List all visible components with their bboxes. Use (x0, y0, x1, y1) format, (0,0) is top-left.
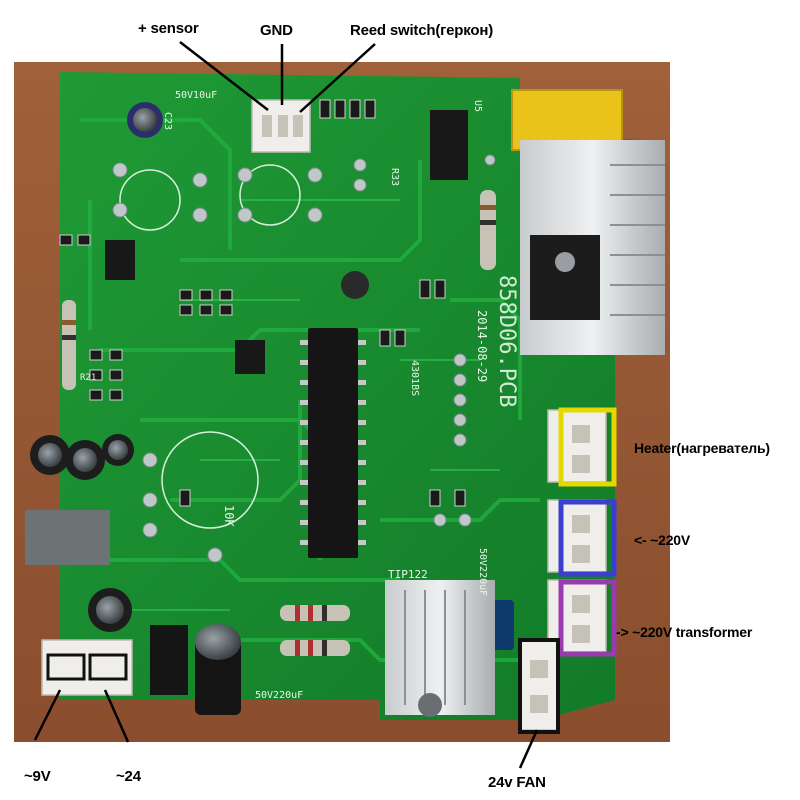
silk-date: 2014-08-29 (475, 310, 489, 382)
capacitor-top (127, 102, 163, 138)
heater-callout: Heater(нагреватель) (634, 440, 770, 456)
callout-lines (33, 41, 539, 769)
v220-transformer-callout: -> ~220V transformer (616, 624, 753, 640)
connectors (41, 99, 607, 731)
reed-switch-callout: Reed switch(геркон) (350, 22, 493, 39)
silk-10k: 10K (222, 505, 236, 527)
smd-components (59, 99, 466, 507)
connector-pins (262, 115, 590, 713)
silk-cap-top: 50V10uF (175, 90, 217, 101)
resistors-axial (62, 190, 496, 656)
sensor-callout: + sensor (138, 20, 199, 37)
heatsink-bottom (385, 580, 495, 717)
fan-highlight-box (518, 638, 560, 734)
v24-highlight-box (88, 653, 128, 681)
gnd-callout: GND (260, 22, 293, 39)
v220-callout: <- ~220V (634, 532, 690, 548)
regulator-dark (150, 625, 188, 695)
small-ic-mid (235, 340, 265, 374)
v220-highlight-box (558, 499, 617, 577)
silk-c23: C23 (162, 112, 173, 130)
silk-u5: U5 (472, 100, 483, 112)
v24-callout: ~24 (116, 768, 141, 785)
heater-highlight-box (558, 407, 617, 487)
small-ic-u5 (430, 110, 468, 180)
heatsink-right (520, 140, 665, 355)
fan-callout: 24v FAN (488, 774, 546, 791)
silk-transistor: TIP122 (388, 568, 428, 581)
regulator-left (25, 510, 110, 565)
transformer-highlight-box (558, 579, 617, 657)
silkscreen-circles (119, 164, 301, 529)
v9-highlight-box (46, 653, 86, 681)
silk-board-id: 858D06.PCB (494, 275, 519, 407)
small-ic-left (105, 240, 135, 280)
silk-r33: R33 (389, 168, 400, 186)
v9-callout: ~9V (24, 768, 51, 785)
solder-pads (112, 154, 496, 563)
silkscreen-text: 858D06.PCB 2014-08-29 50V10uF 50V220uF 5… (80, 90, 519, 701)
silk-r21: R21 (80, 373, 96, 383)
microcontroller-chip (300, 328, 366, 558)
silk-code: 4301BS (409, 360, 420, 396)
silk-cap-right: 50V220uF (477, 548, 488, 596)
silk-cap-bottom: 50V220uF (255, 690, 303, 701)
capacitor-bottom (195, 624, 241, 715)
capacitor-mid (341, 271, 369, 299)
capacitors-left (30, 434, 134, 632)
